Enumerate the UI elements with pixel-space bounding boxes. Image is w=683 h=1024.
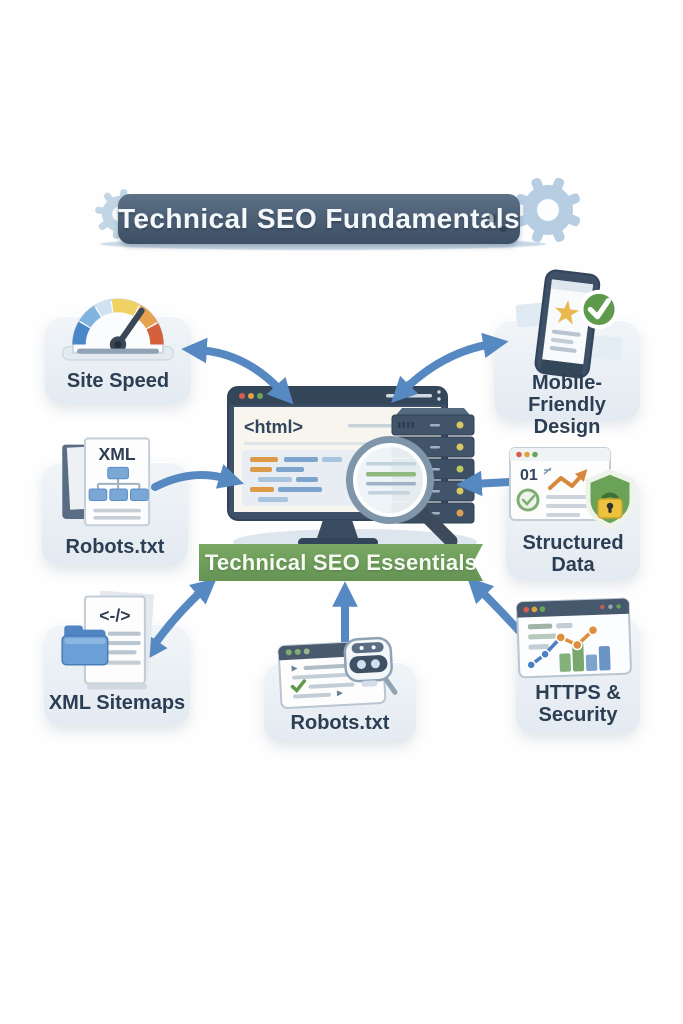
title-banner: Technical SEO Fundamentals <box>118 194 520 244</box>
html-tag-text: <html> <box>244 417 303 437</box>
arrow-ribbon-https <box>467 577 495 605</box>
secure-analytics-icon <box>516 597 632 679</box>
robot-browser-icon <box>277 636 398 709</box>
binary-text: 01 <box>520 467 538 484</box>
node-label-structured-data: Structured Data <box>522 532 624 576</box>
arrow-ribbon-xml-sitemaps <box>188 578 217 605</box>
node-label-robots-txt-bottom: Robots.txt <box>290 712 390 734</box>
node-label-mobile-friendly: Mobile-Friendly Design <box>528 372 606 438</box>
server-led <box>456 443 464 451</box>
node-label-https-security: HTTPS & Security <box>535 682 621 726</box>
robot-head <box>343 636 398 695</box>
page-title: Technical SEO Fundamentals <box>118 203 520 234</box>
xml-document-icon: XML <box>62 437 151 527</box>
magnifier-icon <box>346 436 458 548</box>
smartphone-check-icon <box>515 269 623 379</box>
banner-decor <box>499 225 507 233</box>
server-led <box>456 487 464 495</box>
server-led <box>456 421 464 429</box>
node-label-robots-txt-left: Robots.txt <box>65 536 165 558</box>
shield-lock <box>585 469 635 529</box>
center-ribbon: Technical SEO Essentials <box>199 544 483 581</box>
code-documents-folder-icon: <-/> <box>61 590 155 690</box>
star-glyph <box>555 300 580 325</box>
code-slash-text: <-/> <box>99 605 130 625</box>
check-badge <box>579 289 619 330</box>
node-label-site-speed: Site Speed <box>66 370 170 392</box>
ribbon-label: Technical SEO Essentials <box>204 549 478 575</box>
monitor-stand <box>317 520 358 538</box>
speedometer-icon <box>62 298 174 361</box>
gear-icon <box>515 177 581 243</box>
xml-text: XML <box>99 444 136 464</box>
node-label-xml-sitemaps: XML Sitemaps <box>48 692 186 714</box>
server-led <box>456 509 464 517</box>
server-led <box>456 465 464 473</box>
